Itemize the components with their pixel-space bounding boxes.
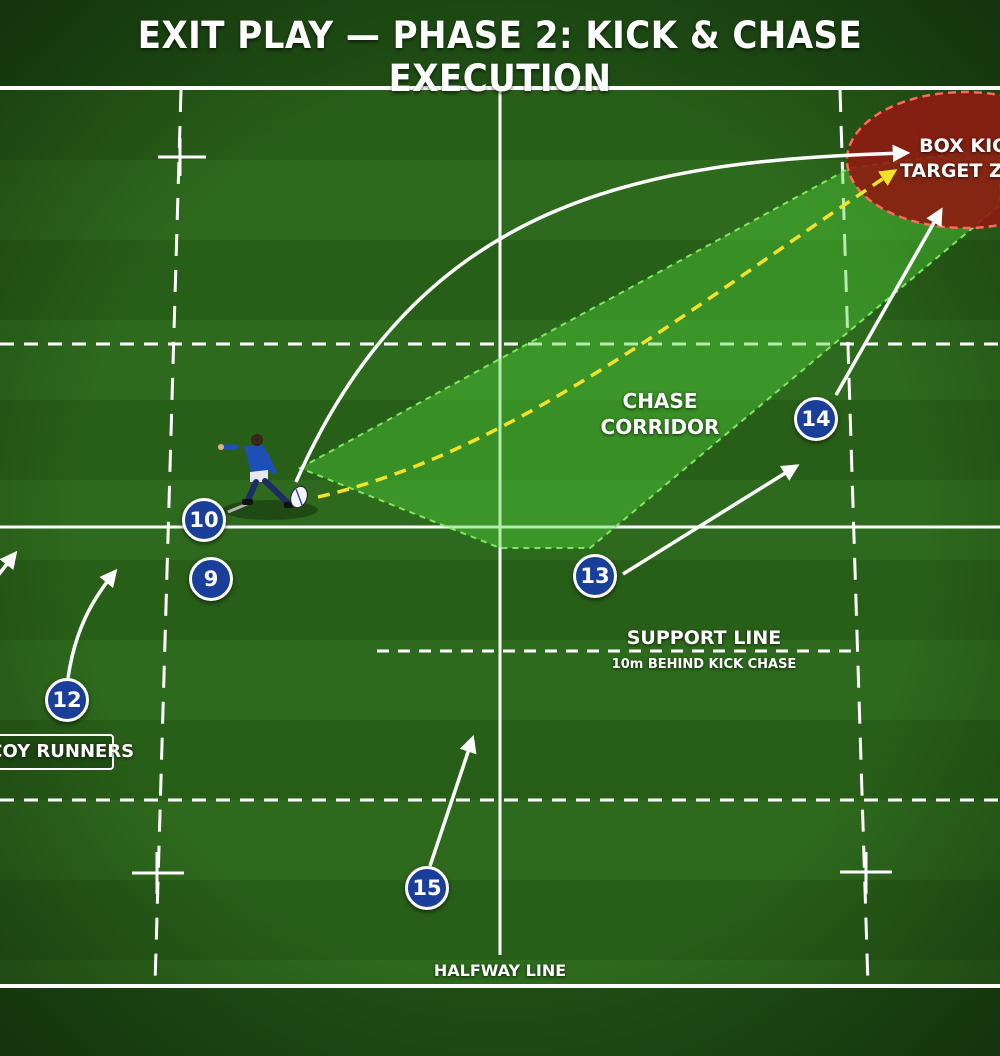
chase-corridor-zone [297,146,1000,549]
decoy-runners-label: DECOY RUNNERS [0,741,135,762]
player-badge-9[interactable]: 9 [189,557,233,601]
target-zone-label: BOX KICK TARGET ZONE [900,134,1000,184]
arrow-15 [428,735,477,867]
ball-flight-path [317,169,898,499]
decoy-runners-box: DECOY RUNNERS [0,734,135,770]
target-zone-label-line1: BOX KICK [919,135,1000,157]
dashed-line-right [838,89,870,986]
box-kick-target-zone [845,90,1000,230]
chase-corridor-label-line2: CORRIDOR [600,415,720,439]
runner-arrows [0,207,943,867]
player-badge-10[interactable]: 10 [182,498,226,542]
arrow-12 [66,568,118,679]
arrow-14 [834,207,943,396]
connector-10 [227,502,248,514]
player-badge-13[interactable]: 13 [573,554,617,598]
halfway-line-label: HALFWAY LINE [433,961,567,980]
dashed-line-left [153,89,183,986]
page-title: EXIT PLAY — PHASE 2: KICK & CHASE EXECUT… [137,14,863,100]
kick-arc-arrow [294,144,911,483]
arrow-offscreen [0,550,18,576]
player-badge-14[interactable]: 14 [794,397,838,441]
player-badge-15[interactable]: 15 [405,866,449,910]
chase-corridor-label: CHASE CORRIDOR [580,388,740,440]
target-zone-label-line2: TARGET ZONE [900,160,1000,182]
player-badge-12[interactable]: 12 [45,678,89,722]
rugby-ball-icon [289,485,309,509]
support-line-title: SUPPORT LINE [626,627,782,649]
field-lines [0,86,1000,988]
arrow-13 [622,464,800,576]
support-line-subtitle: 10m BEHIND KICK CHASE [611,657,797,672]
chase-corridor-label-line1: CHASE [622,389,698,413]
